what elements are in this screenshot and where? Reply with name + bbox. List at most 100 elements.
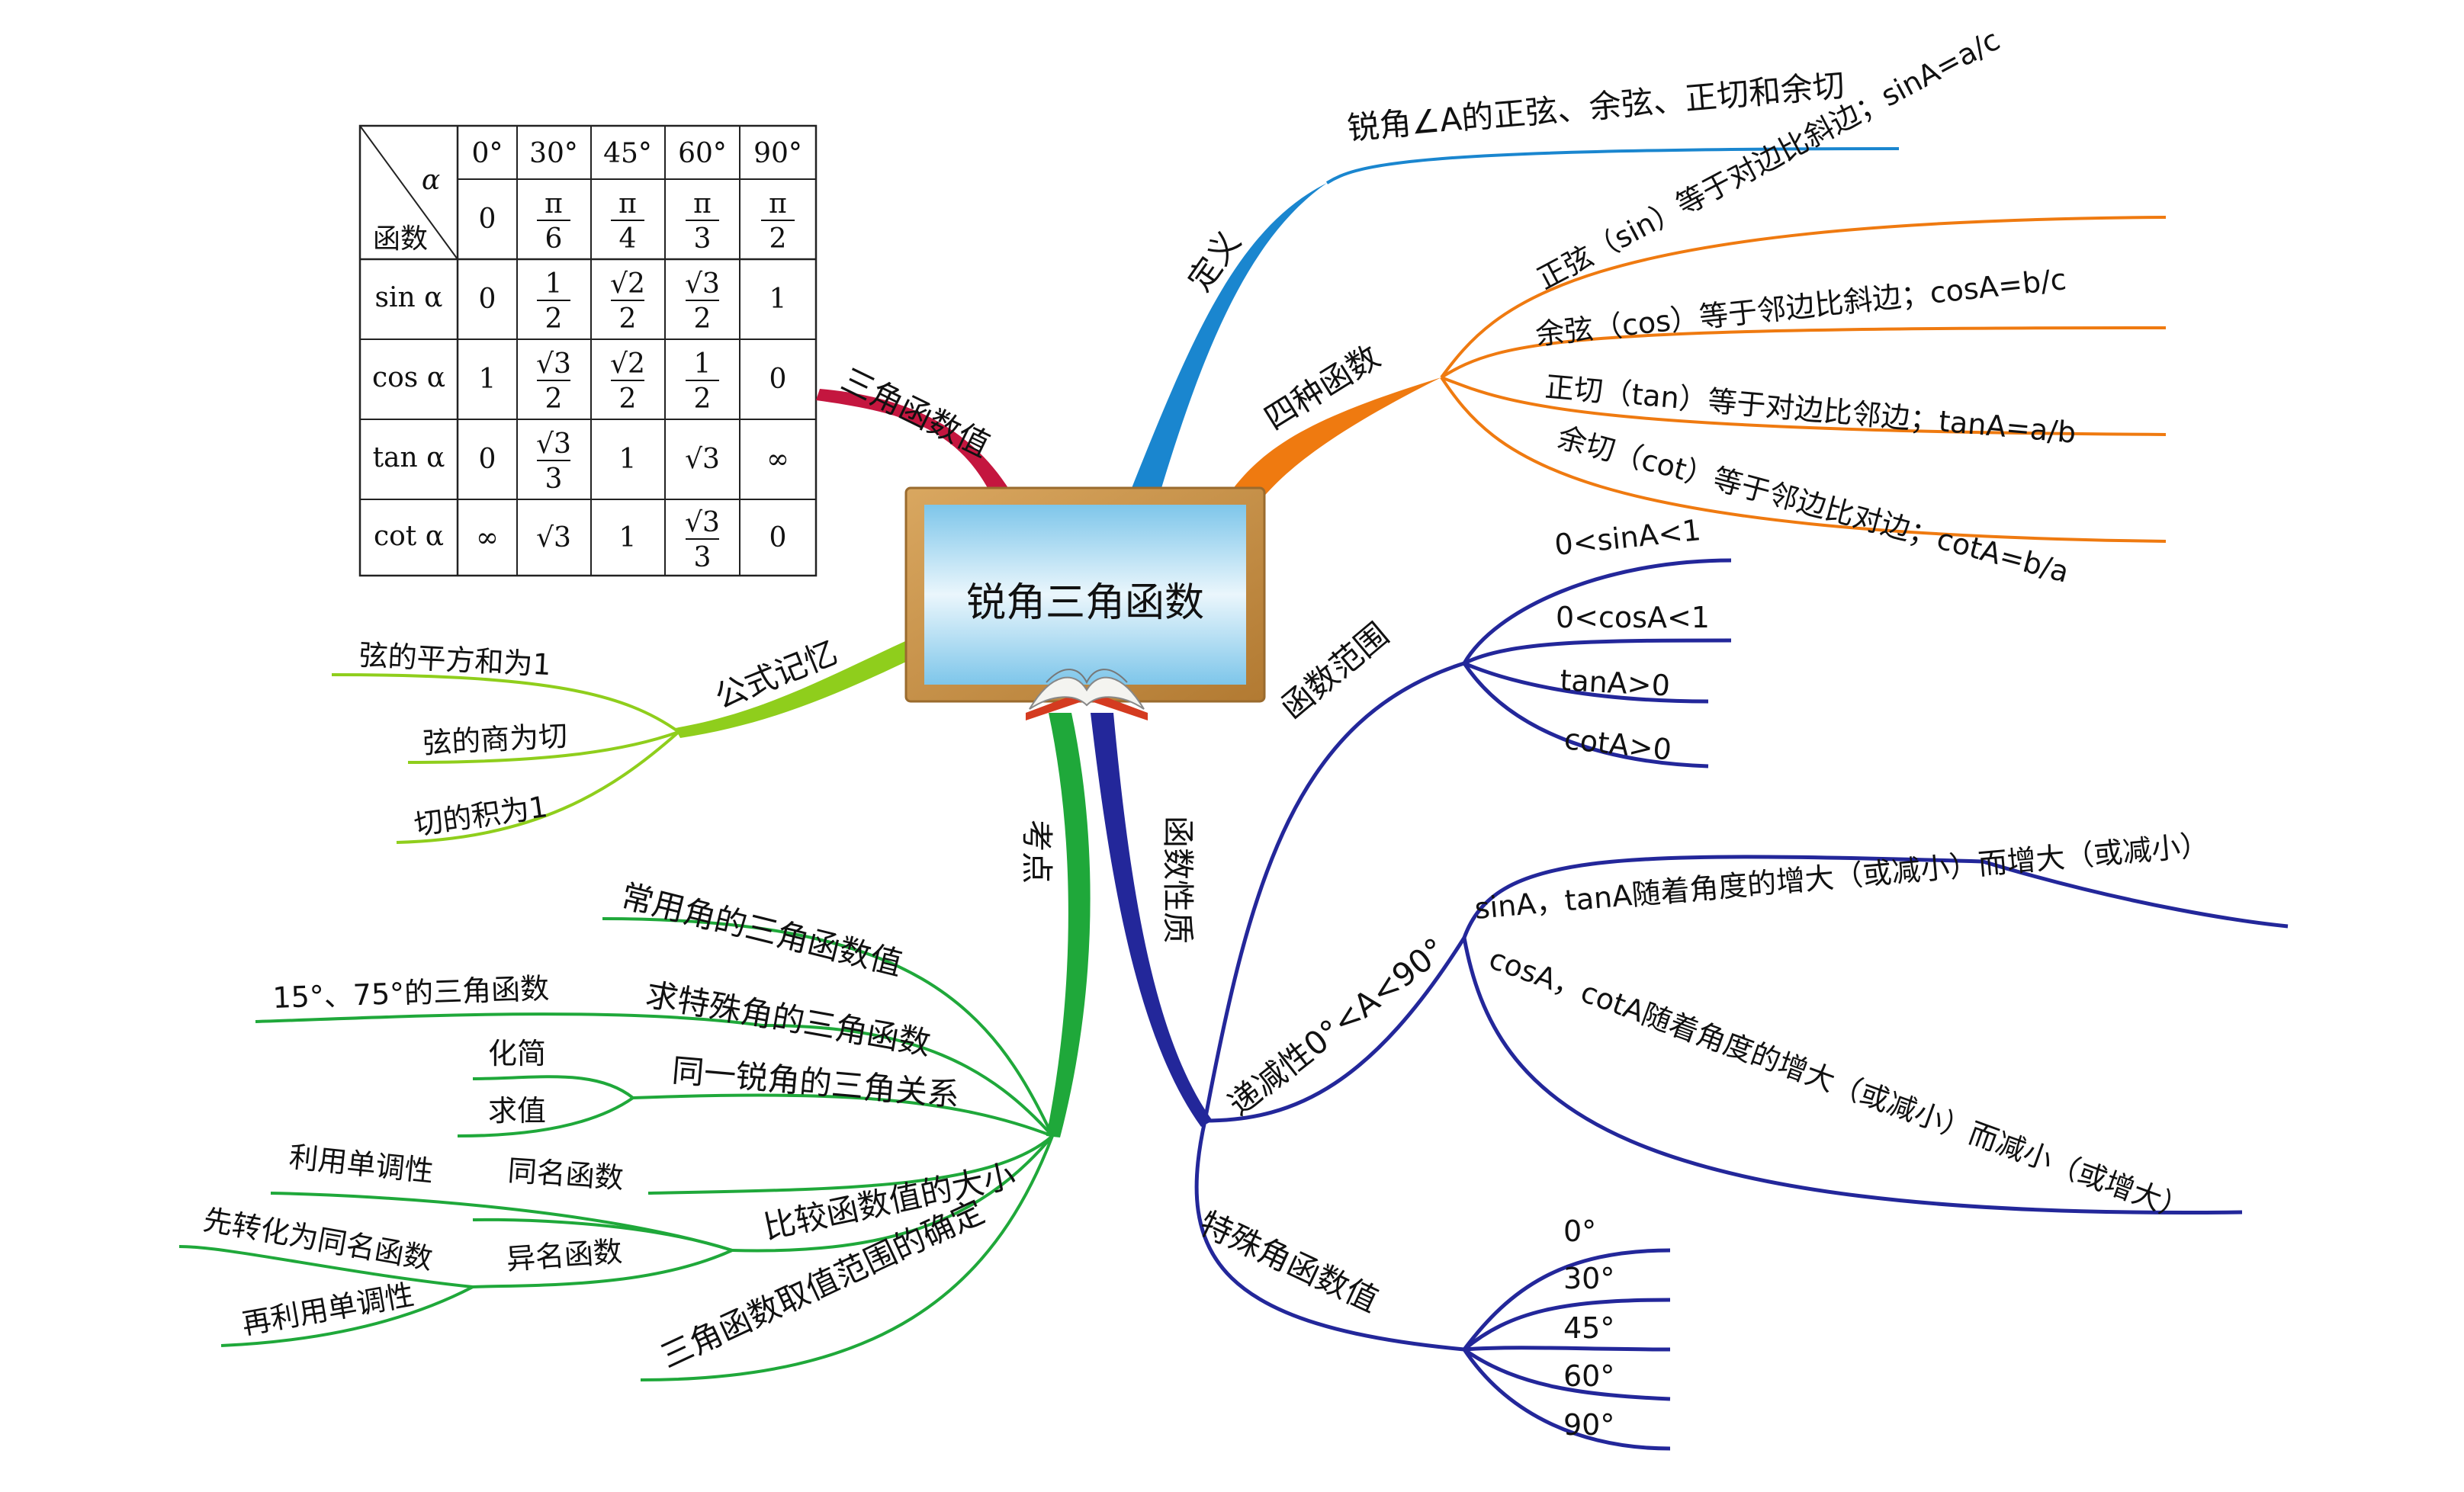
table-cell: 1 bbox=[619, 522, 637, 553]
table-cell-denominator: 2 bbox=[769, 223, 787, 255]
center-title: 锐角三角函数 bbox=[966, 580, 1204, 626]
exam-lines bbox=[178, 917, 1054, 1381]
table-cell-numerator: 1 bbox=[694, 348, 712, 380]
table-cell: 0 bbox=[479, 284, 496, 315]
branch-monotone-label: 递减性0°<A<90° bbox=[1221, 930, 1453, 1122]
branch-definition-curve bbox=[1129, 183, 1327, 496]
formula-item-1-line bbox=[331, 673, 680, 733]
monotone-up: sinA，tanA随着角度的增大（或减小）而增大（或减小） bbox=[1473, 828, 2211, 926]
table-cell-denominator: 2 bbox=[694, 303, 712, 335]
branch-four-curve bbox=[1228, 377, 1441, 503]
special-item-5: 90° bbox=[1563, 1408, 1614, 1442]
special-item-3: 45° bbox=[1563, 1311, 1614, 1345]
table-cell-numerator: √2 bbox=[610, 268, 645, 300]
table-cell: 0 bbox=[479, 444, 496, 475]
table-cell-numerator: √3 bbox=[685, 507, 720, 538]
table-header-deg: 45° bbox=[603, 138, 652, 169]
definition-child: 锐角∠A的正弦、余弦、正切和余切 bbox=[1346, 66, 1846, 147]
range-item-1: 0<sinA<1 bbox=[1553, 513, 1702, 562]
table-cell-numerator: π bbox=[545, 188, 563, 220]
four-item-3-line bbox=[1441, 376, 2167, 436]
table-cell-denominator: 4 bbox=[619, 223, 637, 255]
branch-property-curve bbox=[1091, 713, 1213, 1127]
table-cell-numerator: π bbox=[769, 188, 787, 220]
book-icon bbox=[1026, 669, 1148, 720]
four-item-1-line bbox=[1440, 216, 2167, 379]
branch-exam-label: 考点 bbox=[1018, 820, 1055, 884]
range-item-4: cotA>0 bbox=[1563, 722, 1673, 767]
table-cell: √3 bbox=[685, 444, 720, 475]
monotone-down: cosA，cotA随着角度的增大（或减小）而减小（或增大） bbox=[1485, 942, 2193, 1227]
special-item-1: 0° bbox=[1563, 1214, 1596, 1248]
table-cell-denominator: 3 bbox=[694, 542, 712, 573]
table-corner-alpha: α bbox=[422, 165, 440, 196]
four-item-1: 正弦（sin）等于对边比斜边；sinA=a/c bbox=[1532, 23, 2006, 296]
table-cell-numerator: π bbox=[618, 188, 637, 220]
table-cell-numerator: √3 bbox=[685, 268, 720, 300]
table-cell-denominator: 2 bbox=[694, 383, 712, 415]
table-cell: ∞ bbox=[766, 444, 789, 475]
table-header-deg: 0° bbox=[472, 138, 503, 169]
four-item-4-line bbox=[1440, 376, 2167, 543]
formula-item-2: 弦的商为切 bbox=[422, 719, 568, 760]
branch-special-label: 特殊角函数值 bbox=[1194, 1205, 1384, 1320]
exam-relation-item-1: 化简 bbox=[488, 1037, 546, 1070]
definition-underline bbox=[1325, 147, 1900, 184]
table-cell-denominator: 2 bbox=[545, 303, 563, 335]
range-item-2: 0<cosA<1 bbox=[1556, 601, 1710, 634]
center-board: 锐角三角函数 bbox=[904, 486, 1266, 720]
table-cell: 1 bbox=[479, 364, 496, 395]
table-row-name: sin α bbox=[375, 282, 443, 313]
table-header-deg: 60° bbox=[678, 138, 727, 169]
table-cell-numerator: √3 bbox=[536, 428, 571, 460]
formula-item-3-line bbox=[396, 730, 680, 844]
branch-exam-curve bbox=[1046, 713, 1091, 1137]
property-lines bbox=[1194, 558, 2289, 1451]
table-row-name: cos α bbox=[372, 362, 445, 393]
table-cell-denominator: 2 bbox=[619, 303, 637, 335]
four-item-2-line bbox=[1440, 326, 2167, 379]
table-corner-func: 函数 bbox=[373, 223, 428, 255]
table-cell-denominator: 6 bbox=[545, 223, 563, 255]
table-cell-numerator: 1 bbox=[545, 268, 563, 300]
exam-compare-same: 同名函数 bbox=[506, 1153, 625, 1195]
table-cell-numerator: √2 bbox=[610, 348, 645, 380]
table-cell-denominator: 3 bbox=[694, 223, 712, 255]
exam-special-child: 15°、75°的三角函数 bbox=[272, 971, 550, 1015]
branch-values-label: 三角函数值 bbox=[836, 361, 996, 464]
table-cell-denominator: 3 bbox=[545, 464, 563, 495]
table-cell: 1 bbox=[619, 444, 637, 475]
table-cell: ∞ bbox=[476, 522, 499, 553]
exam-relation-label: 同一锐角的三角关系 bbox=[670, 1051, 961, 1114]
table-cell-numerator: π bbox=[693, 188, 712, 220]
table-row-name: cot α bbox=[374, 521, 444, 552]
special-item-4: 60° bbox=[1563, 1359, 1614, 1393]
branch-values-curve bbox=[816, 389, 1008, 488]
four-item-2: 余弦（cos）等于邻边比斜边；cosA=b/c bbox=[1534, 262, 2067, 351]
table-cell: 1 bbox=[769, 284, 787, 315]
special-item-2: 30° bbox=[1563, 1262, 1614, 1295]
range-item-3: tanA>0 bbox=[1560, 663, 1671, 702]
table-cell: √3 bbox=[536, 522, 571, 553]
exam-relation-item-2: 求值 bbox=[488, 1094, 546, 1128]
table-cell-denominator: 2 bbox=[545, 383, 563, 415]
formula-item-2-line bbox=[407, 730, 679, 764]
exam-compare-diff: 异名函数 bbox=[506, 1234, 624, 1275]
table-cell: 0 bbox=[479, 204, 496, 235]
exam-compare-diff-item-2: 再利用单调性 bbox=[239, 1278, 416, 1341]
table-cell: 0 bbox=[769, 364, 787, 395]
table-header-deg: 30° bbox=[529, 138, 578, 169]
table-header-deg: 90° bbox=[753, 138, 802, 169]
exam-common: 常用角的三角函数值 bbox=[618, 877, 907, 983]
exam-compare-same-child: 利用单调性 bbox=[288, 1140, 435, 1189]
exam-special-label: 求特殊角的三角函数 bbox=[643, 976, 933, 1063]
branch-formula-curve bbox=[675, 637, 919, 738]
table-cell-numerator: √3 bbox=[536, 348, 571, 380]
table-cell-denominator: 2 bbox=[619, 383, 637, 415]
table-row-name: tan α bbox=[373, 442, 445, 473]
four-item-4: 余切（cot）等于邻边比对边；cotA=b/a bbox=[1554, 420, 2073, 589]
branch-property-label: 函数性质 bbox=[1159, 816, 1197, 944]
